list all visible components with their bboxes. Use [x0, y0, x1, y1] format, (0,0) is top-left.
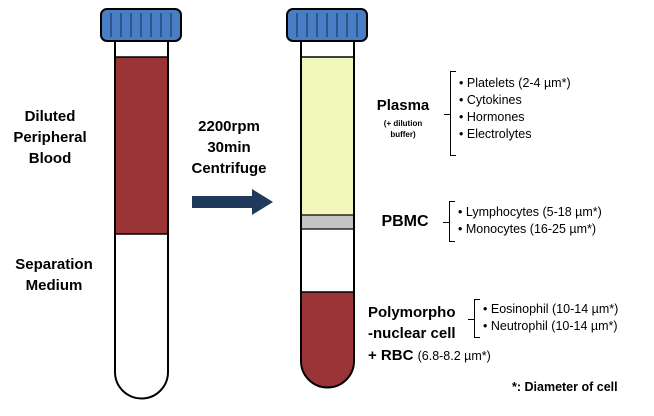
list-item: Eosinophil (10-14 µm*): [483, 301, 618, 318]
polymorpho-items: Eosinophil (10-14 µm*) Neutrophil (10-14…: [483, 301, 618, 335]
rbc-label: + RBC (6.8-8.2 µm*): [368, 347, 491, 364]
left-tube-body: [114, 41, 169, 400]
left-tube-blood-layer: [115, 57, 168, 234]
list-item: Cytokines: [459, 92, 571, 109]
plasma-sublabel: (+ dilution buffer): [383, 119, 423, 139]
rbc-label-text: + RBC: [368, 347, 414, 364]
footnote: *: Diameter of cell: [512, 380, 618, 394]
list-item: Hormones: [459, 109, 571, 126]
polymorphonuclear-label: Polymorpho -nuclear cell: [368, 304, 456, 342]
centrifuge-label: 2200rpm 30min Centrifuge: [191, 118, 267, 177]
plasma-layer: [301, 57, 354, 215]
pbmc-layer: [301, 215, 354, 229]
plasma-items: Platelets (2-4 µm*) Cytokines Hormones E…: [459, 75, 571, 143]
list-item: Monocytes (16-25 µm*): [458, 221, 602, 238]
polymorpho-brace: [468, 299, 480, 338]
pbmc-label: PBMC: [381, 213, 429, 230]
rbc-layer: [301, 292, 354, 388]
pbmc-items: Lymphocytes (5-18 µm*) Monocytes (16-25 …: [458, 204, 602, 238]
plasma-label: Plasma: [376, 97, 430, 114]
diluted-blood-label: Diluted Peripheral Blood: [13, 108, 87, 167]
centrifuge-arrow: [192, 189, 273, 215]
pbmc-brace: [443, 201, 455, 242]
list-item: Neutrophil (10-14 µm*): [483, 318, 618, 335]
separation-medium-label: Separation Medium: [15, 256, 93, 294]
list-item: Lymphocytes (5-18 µm*): [458, 204, 602, 221]
list-item: Platelets (2-4 µm*): [459, 75, 571, 92]
list-item: Electrolytes: [459, 126, 571, 143]
right-tube-body: [300, 41, 355, 389]
right-tube: [286, 8, 368, 389]
plasma-brace: [444, 71, 456, 156]
left-tube: [100, 8, 182, 400]
rbc-size: (6.8-8.2 µm*): [417, 349, 491, 363]
